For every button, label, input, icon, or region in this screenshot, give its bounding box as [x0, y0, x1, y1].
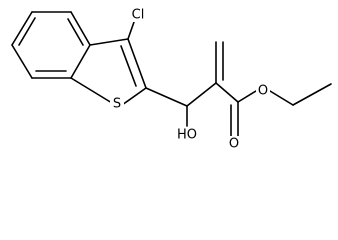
bond-benzene-3 [70, 11, 91, 46]
bond-benzene-4 [70, 44, 91, 79]
chemical-structure: Cl S HO O O [11, 7, 332, 152]
ester-oxygen-label: O [258, 84, 268, 99]
bond-c2-choh [145, 87, 188, 107]
bond-benzene-1 [11, 11, 33, 46]
ester-oxygen-label-bg [256, 83, 270, 99]
bond-s-c7a [70, 77, 113, 104]
bond-c3-c2 [127, 38, 147, 89]
bond-c3-c2-inner [120, 45, 137, 87]
bond-ch2-ch3 [292, 83, 332, 106]
bond-c2-s [121, 87, 147, 106]
thiophene-ring [70, 38, 147, 106]
bond-calkene-ccarbonyl [215, 82, 239, 103]
bond-c3-cl [127, 21, 135, 40]
atom-labels: Cl S HO O O [110, 7, 270, 152]
sulfur-label-bg [110, 96, 124, 111]
bond-benzene-1-inner [18, 17, 36, 46]
bond-oester-ch2 [269, 90, 294, 106]
bond-benzene-3-inner [67, 18, 84, 46]
chlorine-label-bg [128, 7, 148, 22]
bond-benzene-6 [11, 44, 33, 79]
bond-choh-calkene [186, 82, 217, 107]
carbonyl-oxygen-label-bg [227, 136, 241, 151]
benzene-ring [11, 11, 91, 79]
hydroxyl-label: HO [177, 128, 197, 143]
bond-c3a-c3 [89, 38, 129, 46]
hydroxyl-label-bg [176, 127, 198, 142]
side-chain [127, 21, 332, 137]
carbonyl-oxygen-label: O [229, 137, 239, 152]
bond-ccarbonyl-oester [237, 90, 257, 103]
chlorine-label: Cl [132, 8, 145, 23]
sulfur-label: S [113, 97, 121, 112]
